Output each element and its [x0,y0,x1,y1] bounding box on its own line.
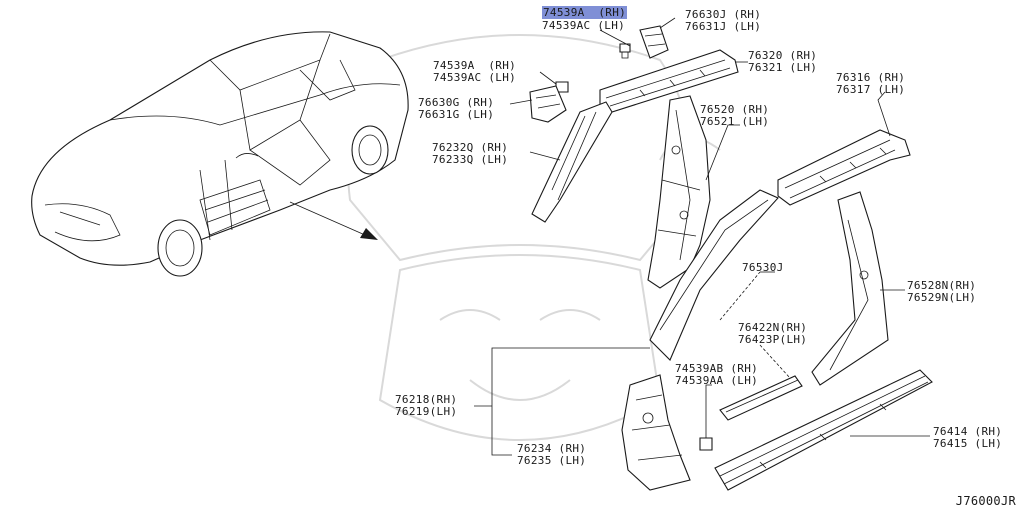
bracket-76630g [509,85,567,123]
pillar-76232q [529,101,613,223]
label-76631g: 76631G (LH) [418,108,495,121]
pillar-inner-76520 [647,95,740,289]
label-76521: 76521 (LH) [700,115,770,128]
label-76422n: 76422N(RH) [738,321,808,334]
sill-outer-76414 [714,369,933,491]
roof-rail-76316 [777,91,911,206]
label-76235: 76235 (LH) [517,454,587,467]
label-76530j: 76530J [742,261,784,274]
label-76528n: 76528N(RH) [907,279,977,292]
car-illustration [31,31,409,277]
label-76631j: 76631J (LH) [685,20,762,33]
clip-74539ab [699,384,713,451]
label-76520: 76520 (RH) [700,103,770,116]
sill-inner-76422n [719,344,803,421]
label-76232q: 76232Q (RH) [432,141,509,154]
reinforcement-76530j [649,189,779,361]
group-bracket [474,347,650,456]
label-76529n: 76529N(LH) [907,291,977,304]
label-76414: 76414 (RH) [933,425,1003,438]
direction-arrow [289,201,378,240]
highlight-74539a: 74539A (RH) [542,6,628,19]
label-76233q: 76233Q (LH) [432,153,509,166]
label-74539aa: 74539AA (LH) [675,374,759,387]
label-76321: 76321 (LH) [748,61,818,74]
pillar-lower-76234 [621,374,691,491]
label-76234: 76234 (RH) [517,442,587,455]
label-76219: 76219(LH) [395,405,458,418]
label-76316: 76316 (RH) [836,71,906,84]
diagram-code: J76000JR [955,494,1016,508]
label-74539ac-lh-top: 74539AC (LH) [542,19,626,32]
label-76630j: 76630J (RH) [685,8,762,21]
label-74539a-rh-top: 74539A (RH) [542,6,628,19]
label-76415: 76415 (LH) [933,437,1003,450]
bracket-76630j [639,17,676,59]
label-74539a-rh-mid: 74539A (RH) [433,59,517,72]
label-74539ab: 74539AB (RH) [675,362,759,375]
clip-74539a-top [599,29,631,59]
label-76320: 76320 (RH) [748,49,818,62]
label-76630g: 76630G (RH) [418,96,495,109]
label-76218: 76218(RH) [395,393,458,406]
pillar-76528n [811,191,905,386]
label-76317: 76317 (LH) [836,83,906,96]
label-76423p: 76423P(LH) [738,333,808,346]
label-74539ac-lh-mid: 74539AC (LH) [433,71,517,84]
